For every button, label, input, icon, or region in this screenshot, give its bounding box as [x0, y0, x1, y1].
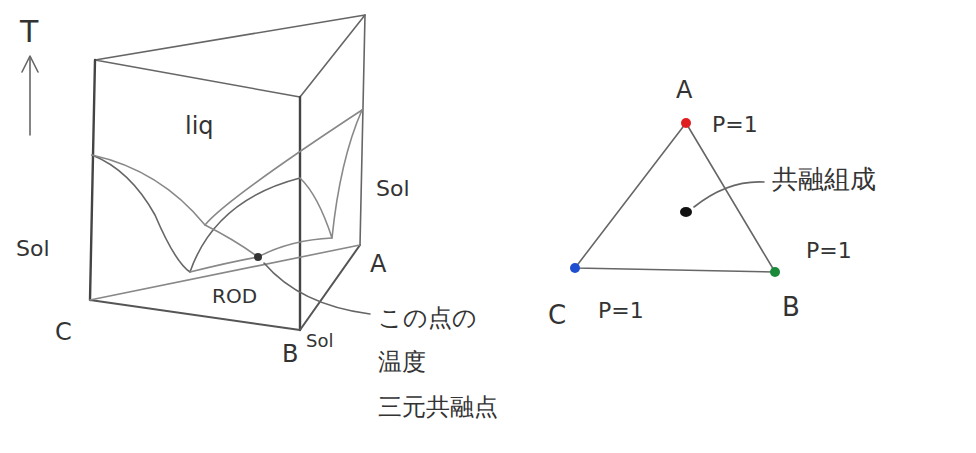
vertex-dot: [570, 263, 580, 273]
vertex-label: A: [370, 250, 386, 279]
vertex-label: C: [548, 300, 566, 331]
region-label: Sol: [376, 176, 410, 202]
phase-count: P=1: [712, 112, 758, 138]
vertex-label: C: [55, 318, 72, 347]
phase-count: P=1: [598, 298, 644, 324]
axis-line: [29, 58, 31, 135]
callout-note: この点の 温度 三元共融点: [378, 296, 508, 429]
vertex-dot: [681, 118, 691, 128]
prism-top: [95, 15, 365, 97]
region-label: liq: [185, 112, 214, 141]
axis-arrowhead: [22, 56, 38, 72]
liquidus-curve: [92, 110, 362, 225]
leader-line: [694, 182, 764, 207]
region-label: Sol: [306, 330, 333, 352]
vertex-label: A: [676, 76, 692, 105]
region-label: Sol: [16, 236, 50, 262]
composition-triangle: [575, 123, 775, 272]
vertex-dot: [770, 267, 780, 277]
valley-curve: [205, 225, 258, 257]
valley-curve: [190, 257, 258, 272]
phase-count: P=1: [806, 238, 852, 264]
prism-edge: [299, 97, 301, 330]
callout-note: 共融組成: [772, 164, 876, 195]
axis-label: T: [20, 14, 38, 50]
eutectic-point: [254, 253, 262, 261]
vertex-label: B: [782, 292, 800, 323]
vertex-label: B: [282, 340, 298, 369]
prism-edge: [360, 15, 365, 245]
prism-edge: [90, 60, 95, 300]
liquidus-curve: [300, 110, 362, 238]
valley-curve: [258, 238, 332, 257]
eutectic-composition-dot: [680, 207, 692, 217]
leader-line: [264, 263, 370, 314]
prism-base: [90, 245, 360, 330]
region-label: ROD: [212, 284, 257, 308]
